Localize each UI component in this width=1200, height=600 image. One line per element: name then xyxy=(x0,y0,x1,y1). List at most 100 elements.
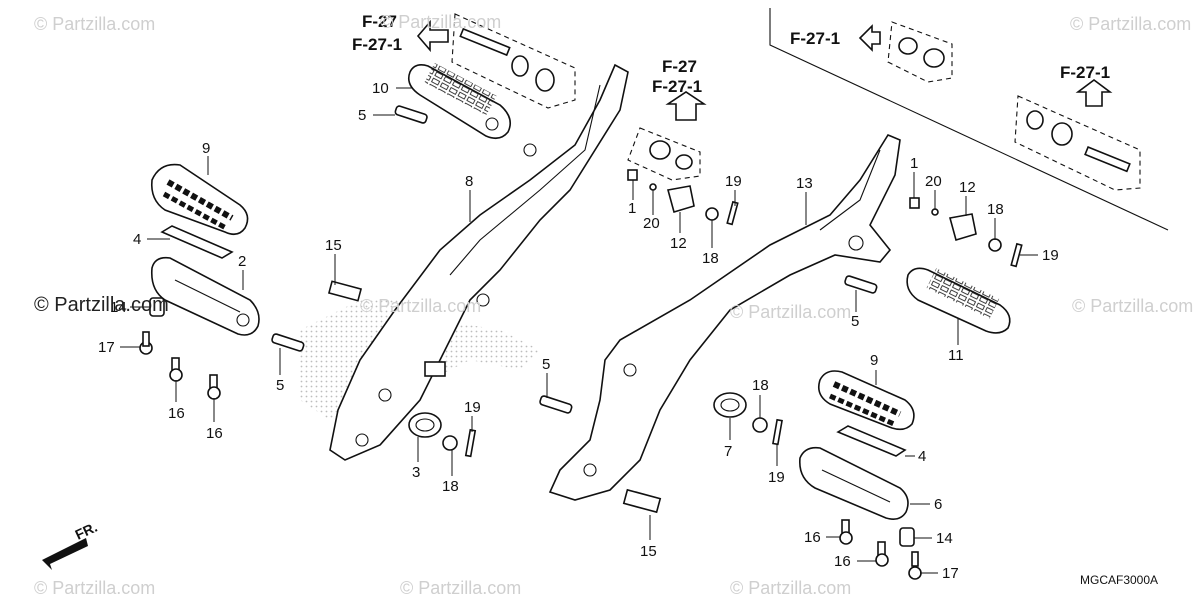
right-bolt-15 xyxy=(622,488,662,514)
callout-16-right-a: 16 xyxy=(804,529,821,546)
right-pin-19 xyxy=(1010,242,1023,268)
callout-6: 6 xyxy=(934,496,942,513)
right-footpeg-bracket xyxy=(798,446,909,520)
diagram-code: MGCAF3000A xyxy=(1080,573,1158,587)
left-pin-19 xyxy=(726,200,739,226)
mid-mount-kit-box xyxy=(627,127,701,181)
left-bolt-16b xyxy=(207,374,221,400)
callout-5-right: 5 xyxy=(851,313,859,330)
callout-4-right: 4 xyxy=(918,448,926,465)
left-pin-19b xyxy=(464,428,477,458)
left-bolt-17 xyxy=(139,331,153,355)
right-washer-18 xyxy=(988,238,1002,252)
left-washer-18 xyxy=(705,207,719,221)
callout-17-left: 17 xyxy=(98,339,115,356)
callout-4-left: 4 xyxy=(133,231,141,248)
right-passenger-footpeg xyxy=(906,267,1011,334)
callout-7: 7 xyxy=(724,443,732,460)
ref-f27-mid: F-27 xyxy=(662,57,697,76)
callout-18-right-upper: 18 xyxy=(987,201,1004,218)
callout-12-left: 12 xyxy=(670,235,687,252)
right-cover-plate-12 xyxy=(948,213,977,242)
callout-12-right: 12 xyxy=(959,179,976,196)
right-top-mount-kit-box xyxy=(887,21,953,83)
arrow-left-icon-2 xyxy=(858,24,881,52)
right-pin-5b xyxy=(539,395,573,414)
right-upper-pin xyxy=(844,275,878,294)
arrow-left-icon xyxy=(416,19,449,53)
left-footpeg-rubber xyxy=(150,163,249,236)
watermark: © Partzilla.com xyxy=(400,578,522,598)
front-indicator-label: FR. xyxy=(73,519,100,543)
right-pin-19b xyxy=(772,418,783,446)
callout-19-left-upper: 19 xyxy=(725,173,742,190)
callout-20-right: 20 xyxy=(925,173,942,190)
callout-9-left: 9 xyxy=(202,140,210,157)
left-bolt-15 xyxy=(327,280,363,302)
ref-f27-top: F-27 xyxy=(362,12,397,31)
left-pin-5 xyxy=(271,333,305,352)
callout-13: 13 xyxy=(796,175,813,192)
callout-10: 10 xyxy=(372,80,389,97)
left-upper-pin xyxy=(394,105,428,124)
right-bolt-16b xyxy=(875,541,889,567)
callout-19-right-upper: 19 xyxy=(1042,247,1059,264)
right-step-holder xyxy=(548,134,901,501)
watermark: © Partzilla.com xyxy=(730,302,852,322)
callout-9-right: 9 xyxy=(870,352,878,369)
watermark: © Partzilla.com xyxy=(34,14,156,34)
left-footpeg-bracket xyxy=(150,256,260,336)
ref-f271-far-right: F-27-1 xyxy=(1060,63,1110,82)
left-washer-18b xyxy=(442,435,458,451)
callout-18-left-upper: 18 xyxy=(702,250,719,267)
callout-1-right: 1 xyxy=(910,155,918,172)
right-washer-18b xyxy=(752,417,768,433)
right-lower-mount-kit-box xyxy=(1014,95,1141,191)
callout-5-left: 5 xyxy=(276,377,284,394)
right-collar xyxy=(899,527,915,547)
callout-16-left-b: 16 xyxy=(206,425,223,442)
callout-2: 2 xyxy=(238,253,246,270)
arrow-up-icon xyxy=(665,91,707,121)
left-cover-plate-12 xyxy=(666,185,695,214)
upper-mount-kit-box xyxy=(451,13,576,109)
callout-3: 3 xyxy=(412,464,420,481)
callout-14-right: 14 xyxy=(936,530,953,547)
watermark: © Partzilla.com xyxy=(360,296,482,316)
section-divider xyxy=(769,8,1169,231)
watermark: © Partzilla.com xyxy=(34,578,156,598)
front-direction-arrow: FR. xyxy=(42,519,100,570)
callout-8: 8 xyxy=(465,173,473,190)
left-passenger-footpeg xyxy=(407,62,511,140)
arrow-up-icon-2 xyxy=(1075,79,1113,107)
watermark: © Partzilla.com xyxy=(380,12,502,32)
callout-18-left: 18 xyxy=(442,478,459,495)
callout-17-right: 17 xyxy=(942,565,959,582)
callout-20-left: 20 xyxy=(643,215,660,232)
left-washer-20 xyxy=(649,183,657,191)
callout-19-right: 19 xyxy=(768,469,785,486)
watermark: © Partzilla.com xyxy=(1072,296,1194,316)
callout-1-left: 1 xyxy=(628,200,636,217)
watermark: © Partzilla.com xyxy=(730,578,852,598)
left-bolt-16a xyxy=(169,357,183,382)
leader-lines xyxy=(120,87,1038,574)
right-damper-1 xyxy=(909,197,920,209)
right-spring-7 xyxy=(713,392,747,418)
callout-5-center: 5 xyxy=(542,356,550,373)
right-bolt-17 xyxy=(908,551,922,580)
callout-18-right: 18 xyxy=(752,377,769,394)
ref-f271-mid: F-27-1 xyxy=(652,77,702,96)
ref-f271-top: F-27-1 xyxy=(352,35,402,54)
ref-f271-right: F-27-1 xyxy=(790,29,840,48)
callout-15-left: 15 xyxy=(325,237,342,254)
left-damper-1 xyxy=(627,169,638,181)
left-footpeg-plate xyxy=(160,225,234,259)
callout-14-left: 14 xyxy=(110,299,127,316)
callout-16-left-a: 16 xyxy=(168,405,185,422)
left-step-holder xyxy=(329,63,629,461)
right-footpeg-rubber xyxy=(817,370,915,431)
left-spring-3 xyxy=(408,412,442,438)
callout-11: 11 xyxy=(948,347,964,364)
